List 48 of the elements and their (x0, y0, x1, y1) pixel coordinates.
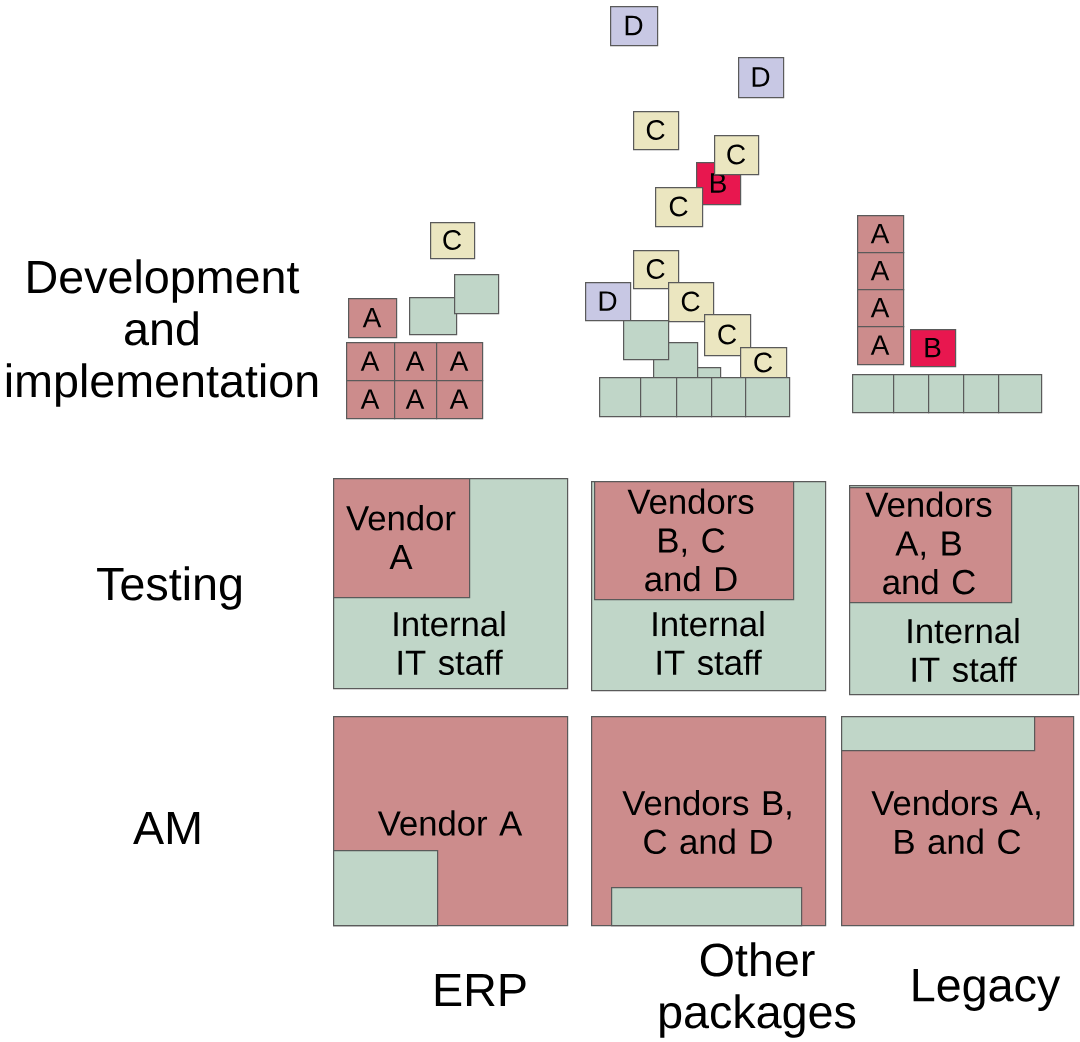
letter-block: A (394, 342, 438, 382)
block (611, 887, 803, 927)
block (333, 850, 439, 927)
team-box: Vendors B, C and D (594, 481, 795, 601)
team-box: Vendors A, B and C (849, 487, 1013, 604)
column-label: Other packages (660, 942, 856, 1038)
block (998, 374, 1043, 414)
team-box: Vendor A (333, 478, 471, 599)
letter-block: C (633, 250, 680, 290)
column-label: ERP (435, 973, 526, 1007)
letter-block: C (740, 347, 788, 380)
letter-block: A (857, 215, 905, 254)
block (963, 374, 1000, 414)
block (409, 297, 458, 336)
letter-block: C (704, 314, 752, 357)
block (623, 320, 670, 361)
block (745, 377, 791, 418)
block (599, 377, 642, 418)
letter-block: A (346, 342, 396, 382)
letter-block: A (436, 380, 484, 420)
row-label: Development and implementation (6, 259, 318, 407)
letter-block: A (436, 342, 484, 382)
letter-block: A (857, 289, 905, 328)
block (640, 377, 678, 418)
letter-block: D (738, 57, 785, 99)
letter-block: A (346, 380, 396, 420)
letter-block: D (585, 282, 632, 322)
letter-block: C (430, 222, 476, 260)
letter-block: A (348, 298, 398, 339)
letter-block: C (655, 187, 704, 228)
block (841, 716, 1036, 752)
letter-block: A (394, 380, 438, 420)
letter-block: C (668, 282, 715, 323)
block (454, 274, 500, 315)
row-label: Testing (97, 566, 241, 610)
block (893, 374, 930, 414)
letter-block: A (857, 326, 905, 366)
letter-block: A (857, 252, 905, 291)
block (676, 377, 713, 418)
letter-block: D (610, 6, 659, 47)
block (852, 374, 895, 414)
letter-block: C (714, 135, 760, 176)
row-label: AM (133, 811, 200, 845)
letter-block: B (910, 329, 957, 368)
column-label: Legacy (913, 969, 1061, 1011)
block (928, 374, 965, 414)
block (711, 377, 747, 418)
letter-block: C (633, 111, 680, 151)
